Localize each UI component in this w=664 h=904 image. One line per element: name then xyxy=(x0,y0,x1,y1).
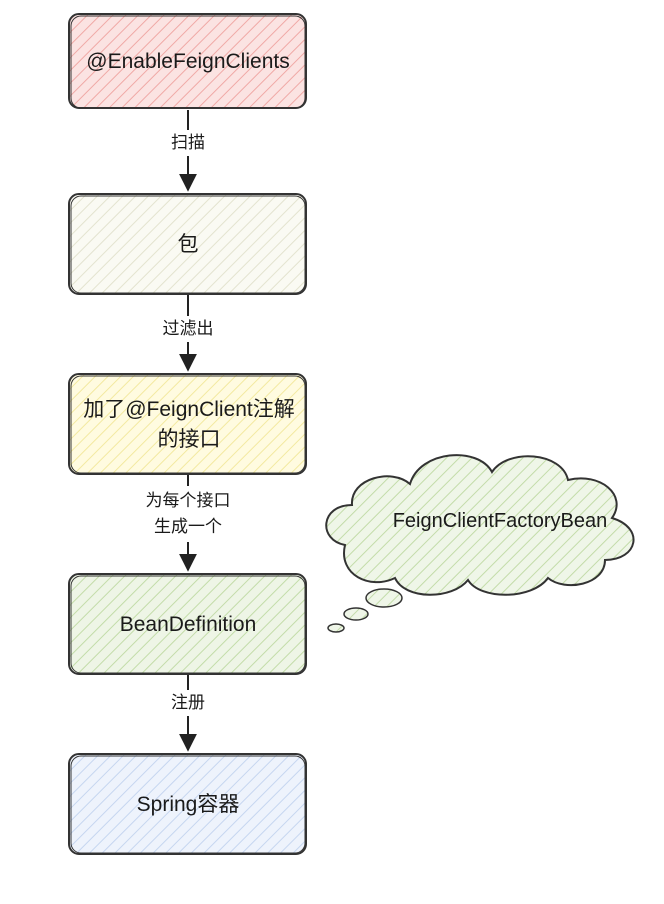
node-spring-container[interactable] xyxy=(68,753,307,855)
node-enable-feign-clients[interactable] xyxy=(68,13,307,109)
edge-label-generate: 为每个接口生成一个 xyxy=(140,486,236,542)
node-label-container: Spring容器 xyxy=(136,792,240,816)
node-bean-definition[interactable] xyxy=(68,573,307,675)
thought-bubble-trail xyxy=(327,588,403,633)
node-label-beandef: BeanDefinition xyxy=(119,612,257,636)
node-package[interactable] xyxy=(68,193,307,295)
node-label-interfaces: 加了@FeignClient注解的接口 xyxy=(83,397,295,451)
node-feign-client-interfaces[interactable] xyxy=(68,373,307,475)
cloud-label: FeignClientFactoryBean xyxy=(392,509,608,532)
thought-cloud[interactable] xyxy=(325,454,635,596)
edge-label-register: 注册 xyxy=(158,690,218,716)
edge-label-scan: 扫描 xyxy=(158,130,218,156)
node-label-package: 包 xyxy=(177,232,199,256)
edge-label-filter: 过滤出 xyxy=(148,316,228,342)
node-label-enable: @EnableFeignClients xyxy=(86,50,290,73)
